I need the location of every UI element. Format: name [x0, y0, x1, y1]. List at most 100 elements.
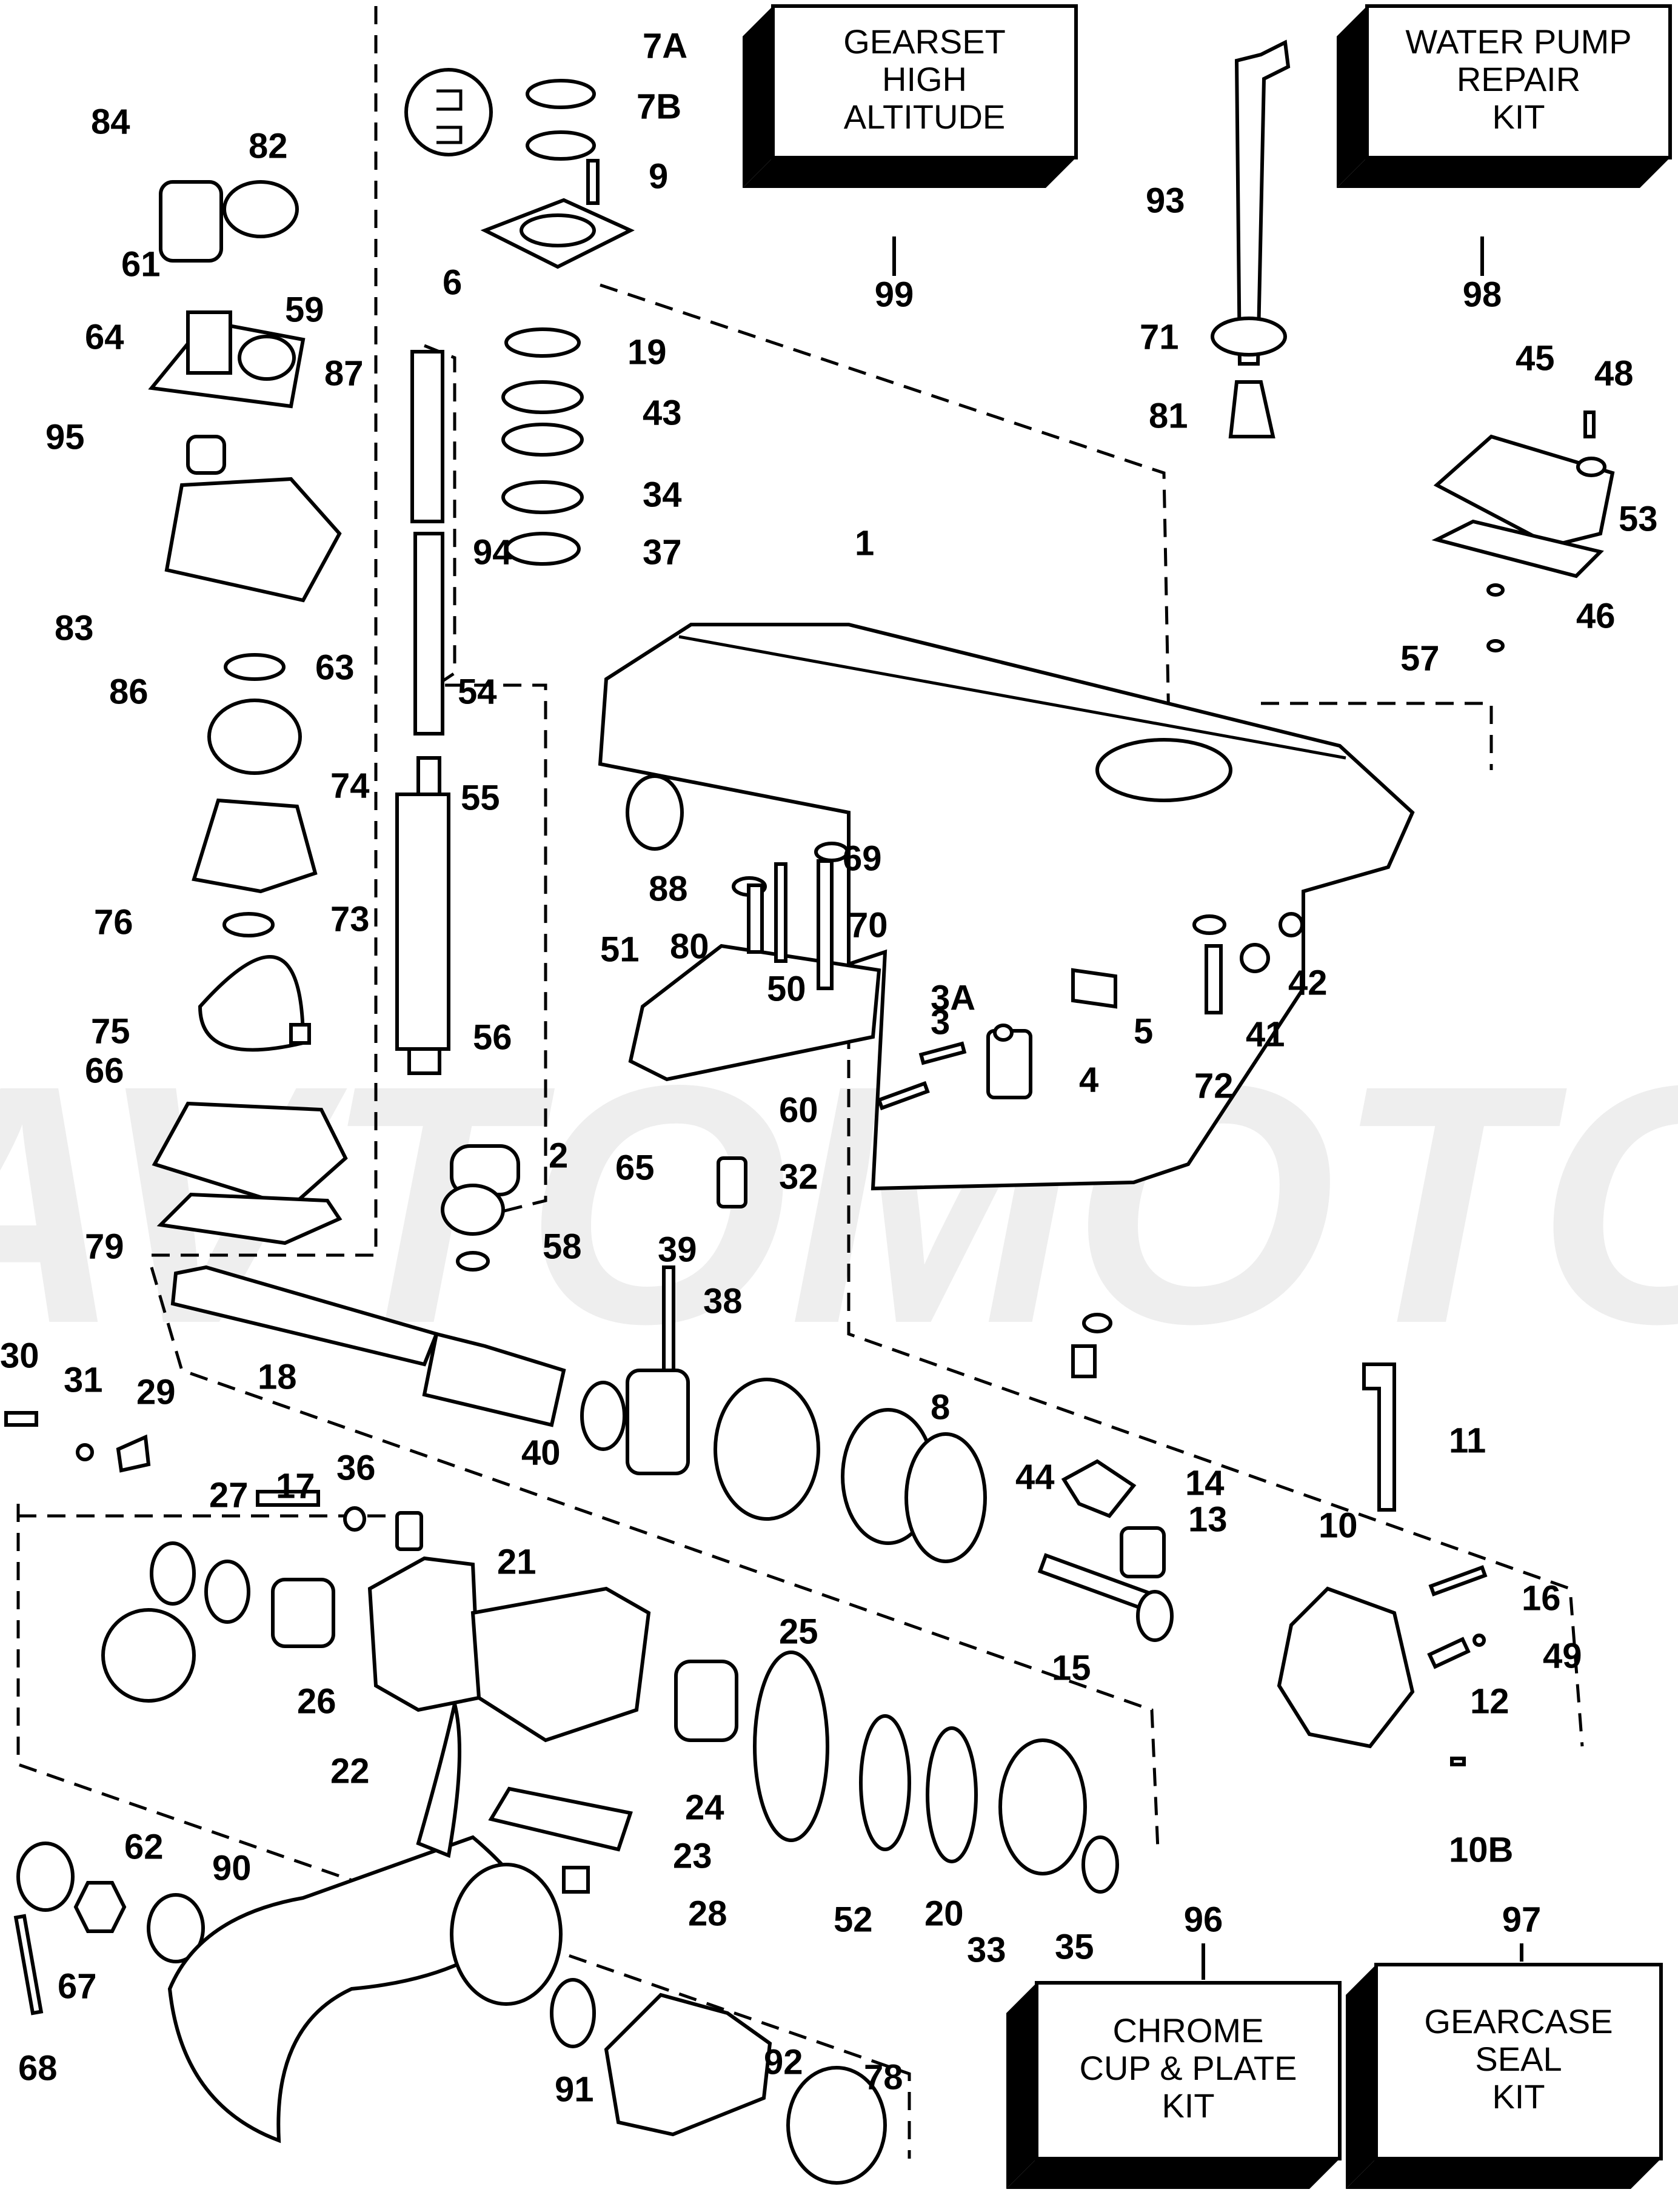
callout-label: 83 [55, 608, 94, 648]
callout-label: 35 [1055, 1927, 1094, 1966]
bearing-inset-part [404, 68, 596, 161]
kit-box-text: KIT [1492, 2077, 1545, 2116]
shift-parts [1037, 1362, 1488, 1766]
callout-label: 81 [1149, 396, 1188, 435]
callout-label: 86 [109, 672, 149, 711]
callout-label: 46 [1576, 596, 1616, 635]
kit-box-text: CHROME [1113, 2011, 1264, 2049]
kit-box-text: KIT [1162, 2086, 1214, 2125]
callout-label: 30 [0, 1336, 39, 1375]
callout-label: 57 [1400, 638, 1440, 678]
callout-label: 70 [849, 905, 888, 945]
callout-label: 23 [673, 1836, 712, 1875]
callout-label: 72 [1194, 1066, 1234, 1105]
callout-label: 45 [1516, 338, 1555, 378]
callout-label: 87 [324, 354, 364, 393]
callout-label: 4 [1079, 1060, 1098, 1099]
callout-label: 3 [931, 1002, 950, 1042]
callout-label: 49 [1543, 1636, 1582, 1675]
callout-label: 32 [779, 1157, 818, 1196]
callout-label: 11 [1449, 1421, 1486, 1460]
callout-label: 95 [45, 417, 85, 457]
kit-number-label: 99 [875, 275, 914, 314]
callout-label: 36 [336, 1448, 376, 1487]
callout-label: 60 [779, 1090, 818, 1130]
callout-label: 74 [330, 766, 370, 805]
cover-parts [1431, 411, 1615, 652]
callout-label: 28 [688, 1894, 727, 1933]
callout-label: 5 [1134, 1011, 1153, 1051]
callout-label: 50 [767, 969, 806, 1008]
callout-label: 14 [1185, 1463, 1225, 1503]
callout-label: 17 [276, 1466, 315, 1506]
callout-label: 92 [764, 2042, 803, 2082]
callout-label: 9 [649, 156, 668, 196]
callout-label: 27 [209, 1475, 249, 1515]
callout-label: 26 [297, 1681, 336, 1721]
dashed-group-lines [16, 6, 1584, 2159]
callout-label: 64 [85, 317, 124, 357]
callout-label: 52 [834, 1900, 873, 1939]
callout-label: 80 [670, 927, 709, 966]
callout-label: 48 [1594, 354, 1634, 393]
callout-label: 90 [212, 1848, 252, 1888]
callout-label: 61 [121, 244, 161, 284]
callout-label: 33 [967, 1930, 1006, 1969]
fastener-parts [717, 842, 1304, 1378]
callout-label: 39 [658, 1230, 697, 1269]
callout-label: 94 [473, 532, 512, 572]
callout-label: 20 [924, 1894, 964, 1933]
callout-label: 93 [1146, 181, 1185, 220]
callout-label: 44 [1015, 1457, 1055, 1496]
callout-label: 43 [643, 393, 682, 432]
callout-label: 56 [473, 1017, 512, 1057]
callout-label: 40 [521, 1433, 561, 1472]
callout-label: 16 [1522, 1578, 1561, 1618]
washer-stack-parts [501, 327, 584, 566]
callout-label: 71 [1140, 317, 1179, 357]
callout-label: 7B [637, 87, 681, 126]
callout-label: 82 [249, 126, 288, 166]
callout-label: 79 [85, 1227, 124, 1266]
callout-label: 7A [643, 26, 687, 65]
propeller-parts [13, 1703, 887, 2185]
callout-label: 31 [64, 1360, 103, 1399]
callout-label: 12 [1470, 1681, 1509, 1721]
callout-label: 53 [1619, 499, 1658, 538]
callout-label: 8 [931, 1387, 950, 1427]
callout-label: 10B [1449, 1830, 1513, 1869]
kit-box-text: CUP & PLATE [1080, 2049, 1297, 2087]
water-tube-parts [1211, 39, 1291, 438]
callout-label: 88 [649, 869, 688, 908]
gearcase-housing-part [598, 623, 1415, 1191]
callout-label: 24 [685, 1788, 724, 1827]
callout-label: 51 [600, 930, 640, 969]
callout-label: 37 [643, 532, 682, 572]
callout-label: 6 [443, 263, 462, 302]
callout-labels: 7A7B961943343794545556232588482615964879… [0, 26, 1658, 2109]
callout-label: 42 [1288, 963, 1328, 1002]
callout-label: 84 [91, 102, 130, 141]
callout-label: 58 [543, 1227, 582, 1266]
callout-label: 38 [703, 1281, 743, 1321]
callout-label: 15 [1052, 1648, 1091, 1687]
kit-box-text: SEAL [1475, 2040, 1562, 2078]
retainer-part [480, 159, 635, 269]
callout-label: 91 [555, 2070, 594, 2109]
callout-label: 19 [627, 332, 667, 372]
kit-box-text: WATER PUMP [1405, 22, 1631, 61]
callout-label: 65 [615, 1148, 655, 1187]
kit-box-text: GEARCASE [1424, 2002, 1613, 2040]
callout-label: 76 [94, 902, 133, 942]
callout-label: 25 [779, 1612, 818, 1651]
kit-number-label: 98 [1463, 275, 1502, 314]
callout-label: 29 [136, 1372, 176, 1412]
callout-label: 41 [1246, 1014, 1285, 1054]
callout-label: 78 [864, 2057, 903, 2097]
